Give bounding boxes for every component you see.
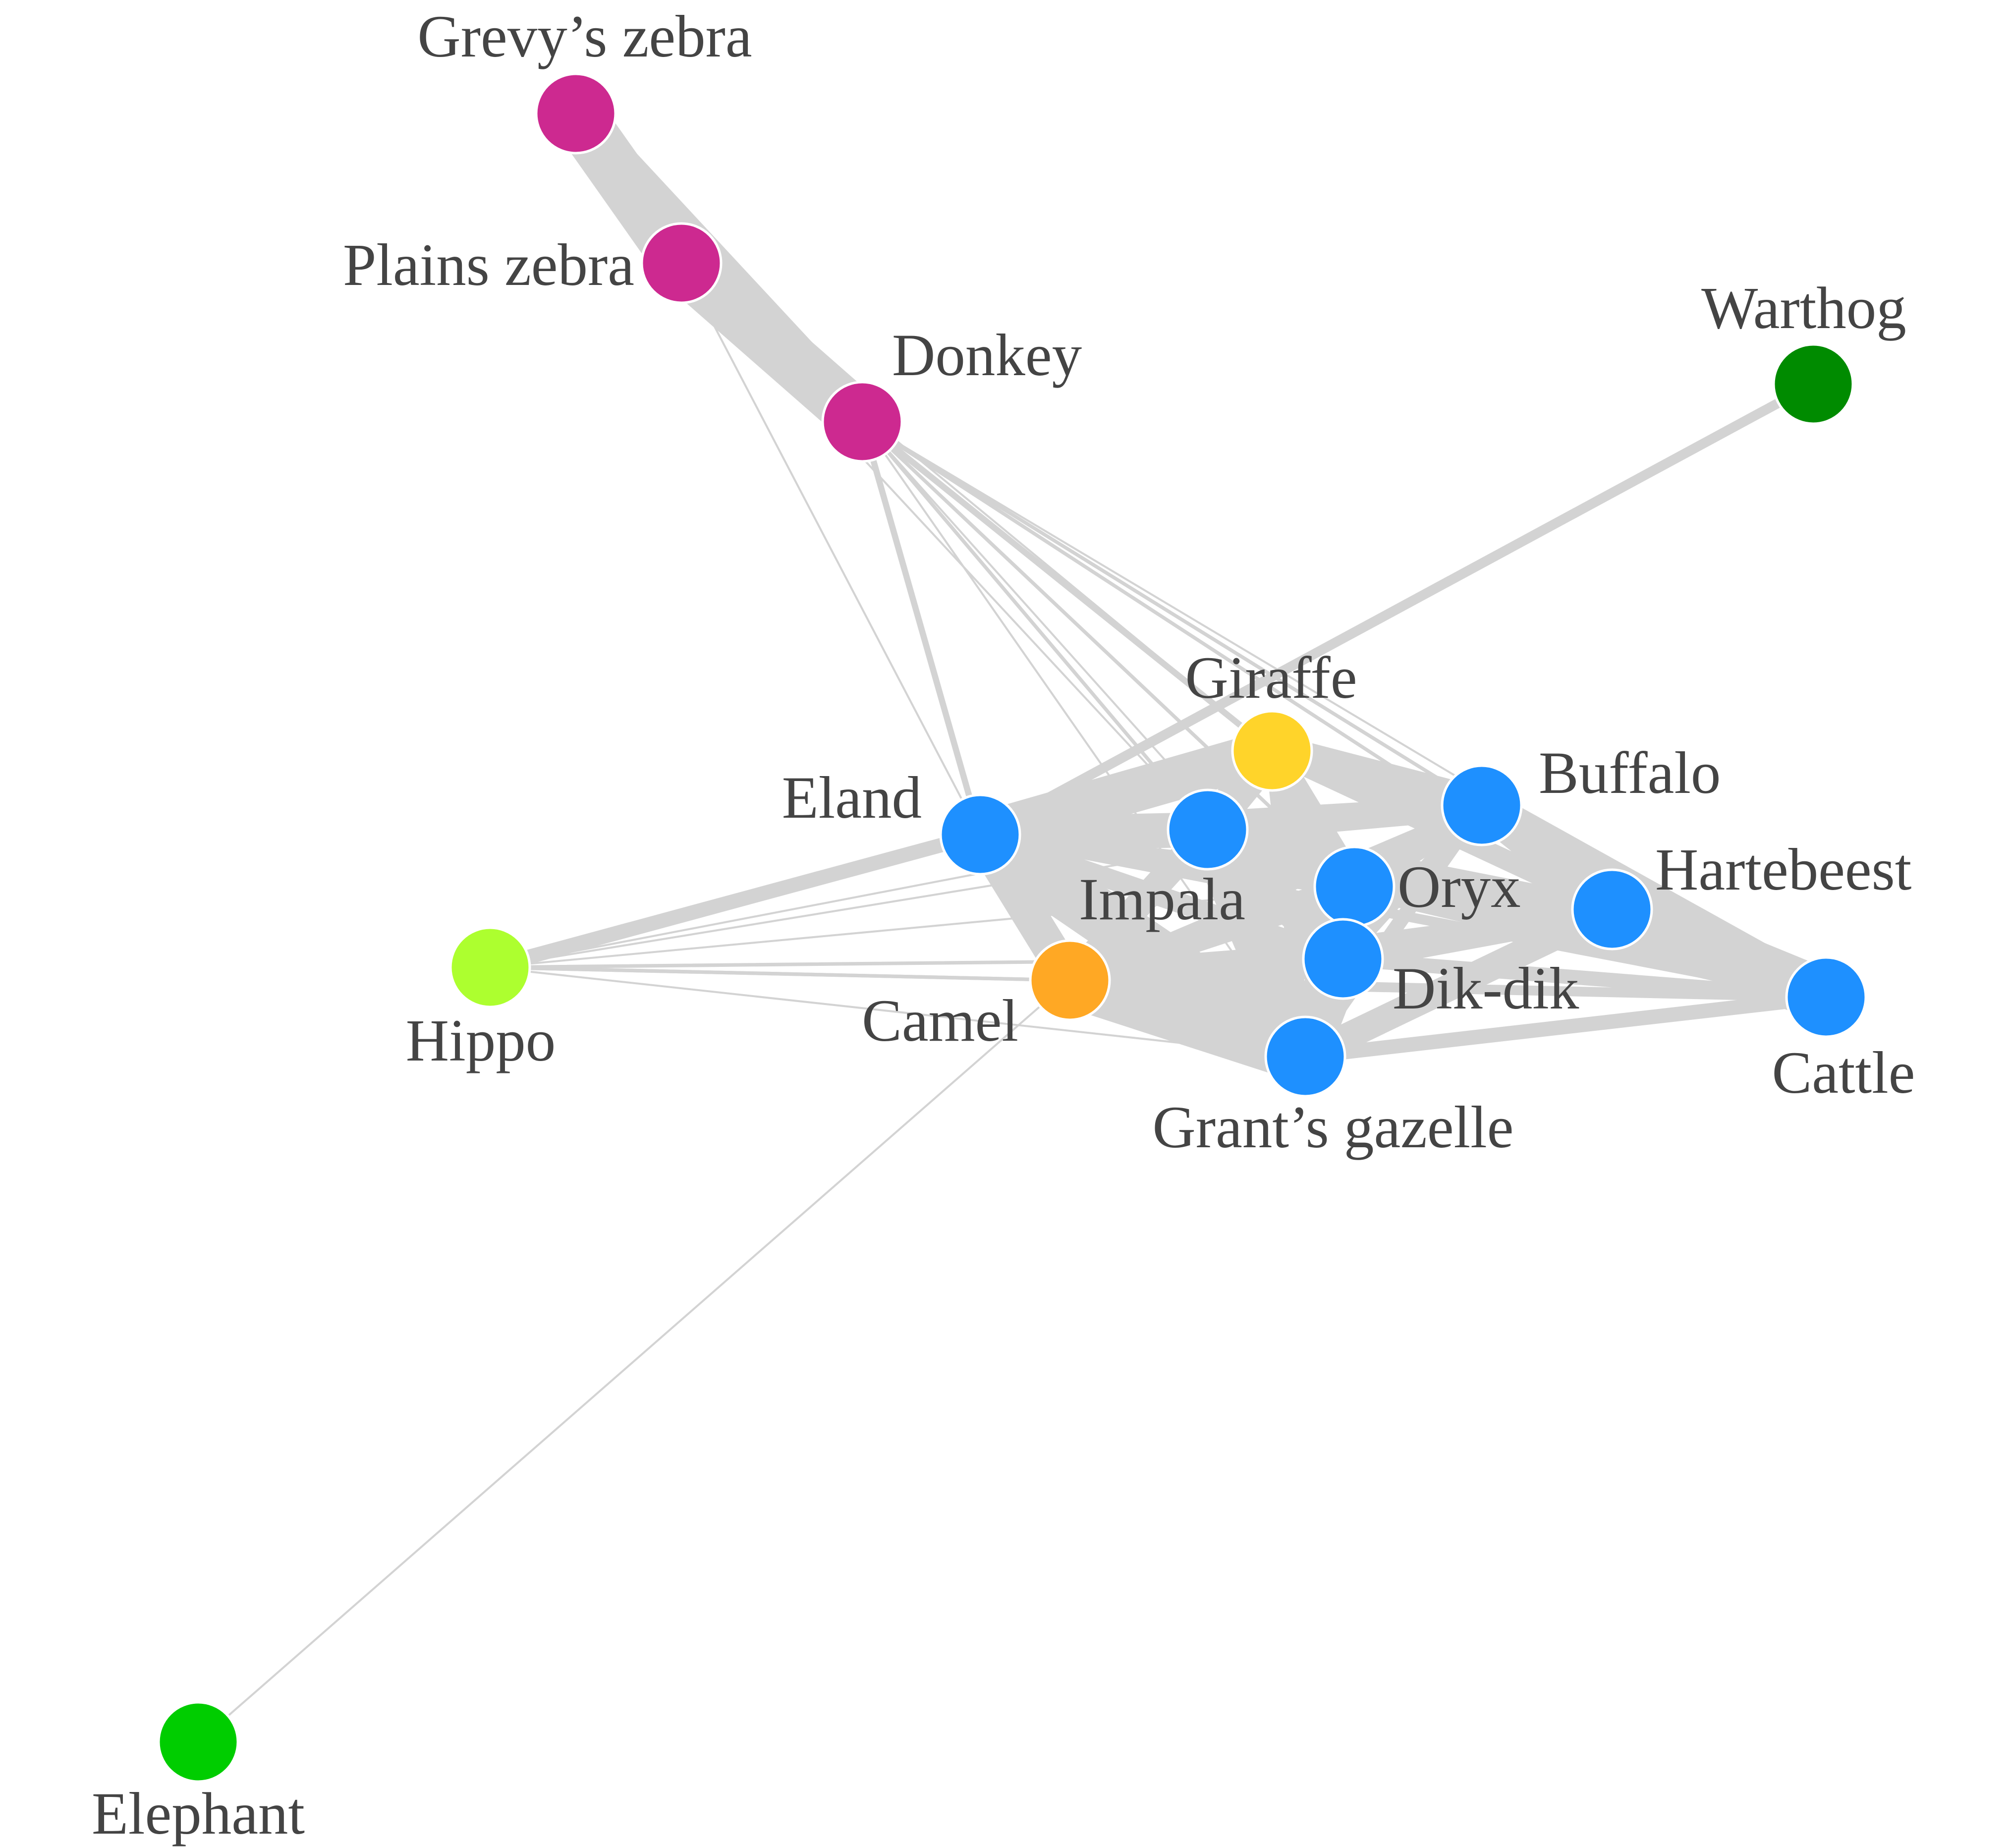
- node-label-camel: Camel: [862, 988, 1018, 1054]
- edge-plains_zebra-impala: [680, 262, 1209, 831]
- node-circle-hippo: [449, 926, 531, 1008]
- node-circle-eland: [939, 793, 1021, 876]
- node-label-impala: Impala: [1079, 866, 1245, 933]
- node-circle-grants_gazelle: [1264, 1015, 1346, 1098]
- node-plains_zebra: Plains zebra: [343, 222, 723, 304]
- edge-hippo-dikdik: [488, 957, 1345, 969]
- edge-hippo-eland: [483, 827, 988, 975]
- edge-hippo-buffalo: [489, 804, 1483, 969]
- node-circle-buffalo: [1441, 764, 1523, 846]
- node-label-buffalo: Buffalo: [1539, 740, 1721, 806]
- node-label-donkey: Donkey: [892, 322, 1082, 389]
- node-circle-cattle: [1785, 956, 1867, 1038]
- node-label-elephant: Elephant: [92, 1781, 305, 1847]
- edge-donkey-impala: [860, 420, 1210, 832]
- node-label-hartebeest: Hartebeest: [1655, 837, 1911, 903]
- node-label-plains_zebra: Plains zebra: [343, 232, 634, 298]
- edge-donkey-buffalo: [860, 420, 1484, 807]
- node-impala: Impala: [1079, 788, 1249, 933]
- node-grants_gazelle: Grant’s gazelle: [1152, 1015, 1514, 1161]
- edge-hippo-grants_gazelle: [489, 966, 1307, 1058]
- edge-camel-grants_gazelle: [1043, 953, 1332, 1083]
- node-buffalo: Buffalo: [1441, 740, 1721, 846]
- edge-hartebeest-grants_gazelle: [1291, 896, 1626, 1070]
- node-circle-hartebeest: [1571, 868, 1653, 951]
- edge-impala-grants_gazelle: [1185, 807, 1328, 1079]
- node-elephant: Elephant: [92, 1701, 305, 1847]
- node-hartebeest: Hartebeest: [1571, 837, 1911, 951]
- node-circle-warthog: [1772, 343, 1854, 425]
- node-circle-impala: [1167, 788, 1249, 871]
- node-label-oryx: Oryx: [1397, 854, 1521, 920]
- edge-donkey-giraffe: [859, 418, 1276, 754]
- node-giraffe: Giraffe: [1185, 645, 1357, 792]
- edge-donkey-eland: [859, 418, 984, 838]
- node-label-cattle: Cattle: [1772, 1040, 1915, 1106]
- node-circle-oryx: [1313, 845, 1396, 928]
- node-cattle: Cattle: [1772, 956, 1915, 1106]
- node-dikdik: Dik-dik: [1302, 918, 1579, 1022]
- edge-elephant-camel: [197, 979, 1071, 1743]
- node-label-grants_gazelle: Grant’s gazelle: [1152, 1094, 1513, 1161]
- node-label-dikdik: Dik-dik: [1393, 955, 1579, 1022]
- node-label-hippo: Hippo: [406, 1008, 556, 1074]
- node-circle-camel: [1029, 939, 1111, 1021]
- node-circle-giraffe: [1231, 710, 1313, 792]
- node-label-warthog: Warthog: [1701, 275, 1906, 341]
- node-label-grevys_zebra: Grevy’s zebra: [417, 3, 752, 70]
- edge-hippo-cattle: [488, 965, 1828, 999]
- node-eland: Eland: [782, 765, 1021, 876]
- edge-hippo-oryx: [489, 885, 1356, 969]
- node-circle-dikdik: [1302, 918, 1384, 1000]
- node-hippo: Hippo: [406, 926, 556, 1074]
- node-label-eland: Eland: [782, 765, 922, 831]
- node-oryx: Oryx: [1313, 845, 1521, 928]
- node-grevys_zebra: Grevy’s zebra: [417, 3, 752, 155]
- edge-plains_zebra-eland: [680, 262, 982, 836]
- node-circle-grevys_zebra: [535, 72, 617, 155]
- node-camel: Camel: [862, 939, 1111, 1054]
- node-donkey: Donkey: [821, 322, 1082, 463]
- edge-hippo-impala: [489, 828, 1209, 969]
- edge-warthog-eland: [975, 379, 1818, 840]
- node-circle-donkey: [821, 381, 903, 463]
- node-circle-elephant: [157, 1701, 239, 1783]
- edge-grants_gazelle-cattle: [1298, 990, 1834, 1064]
- node-warthog: Warthog: [1701, 275, 1906, 425]
- node-label-giraffe: Giraffe: [1185, 645, 1357, 711]
- node-circle-plains_zebra: [640, 222, 723, 304]
